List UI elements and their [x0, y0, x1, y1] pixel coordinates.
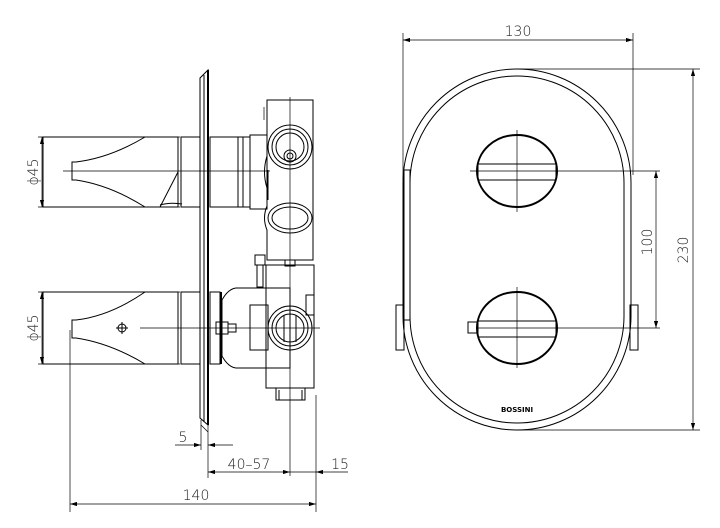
width-dimension: 130	[402, 24, 634, 180]
bottom-valve-body	[215, 254, 315, 401]
plate-thickness-dimension: 5	[175, 430, 233, 448]
top-diameter-label: ϕ45	[26, 158, 42, 185]
body-offset-label: 15	[331, 457, 349, 473]
height-label: 230	[676, 237, 692, 264]
cover-plate	[402, 68, 632, 431]
wall-depth-dimension: 40–57	[208, 457, 290, 475]
diameter-dimension-bottom: ϕ45	[26, 291, 180, 365]
handle-spacing-dimension: 100	[640, 171, 659, 328]
total-depth-label: 140	[183, 488, 210, 504]
height-dimension: 230	[518, 68, 700, 431]
brand-logo: BOSSINI	[501, 406, 533, 414]
top-handle	[42, 134, 268, 210]
side-brackets	[395, 169, 639, 351]
wall-plate	[199, 68, 209, 427]
diameter-dimension-top: ϕ45	[26, 136, 180, 208]
body-offset-dimension: 15	[290, 457, 349, 475]
front-view: BOSSINI 130 230 100	[395, 24, 700, 431]
side-view: ϕ45 ϕ45 5 40–57 15	[26, 68, 349, 512]
handle-spacing-label: 100	[640, 229, 656, 256]
top-knob	[470, 130, 660, 212]
extension-lines	[69, 330, 317, 512]
bottom-knob	[467, 287, 660, 368]
bottom-diameter-label: ϕ45	[26, 314, 42, 341]
wall-depth-label: 40–57	[228, 457, 271, 473]
total-depth-dimension: 140	[70, 488, 316, 507]
width-label: 130	[505, 24, 532, 40]
center-lines	[63, 97, 320, 476]
plate-thickness-label: 5	[179, 430, 188, 446]
top-valve-body	[263, 99, 314, 261]
